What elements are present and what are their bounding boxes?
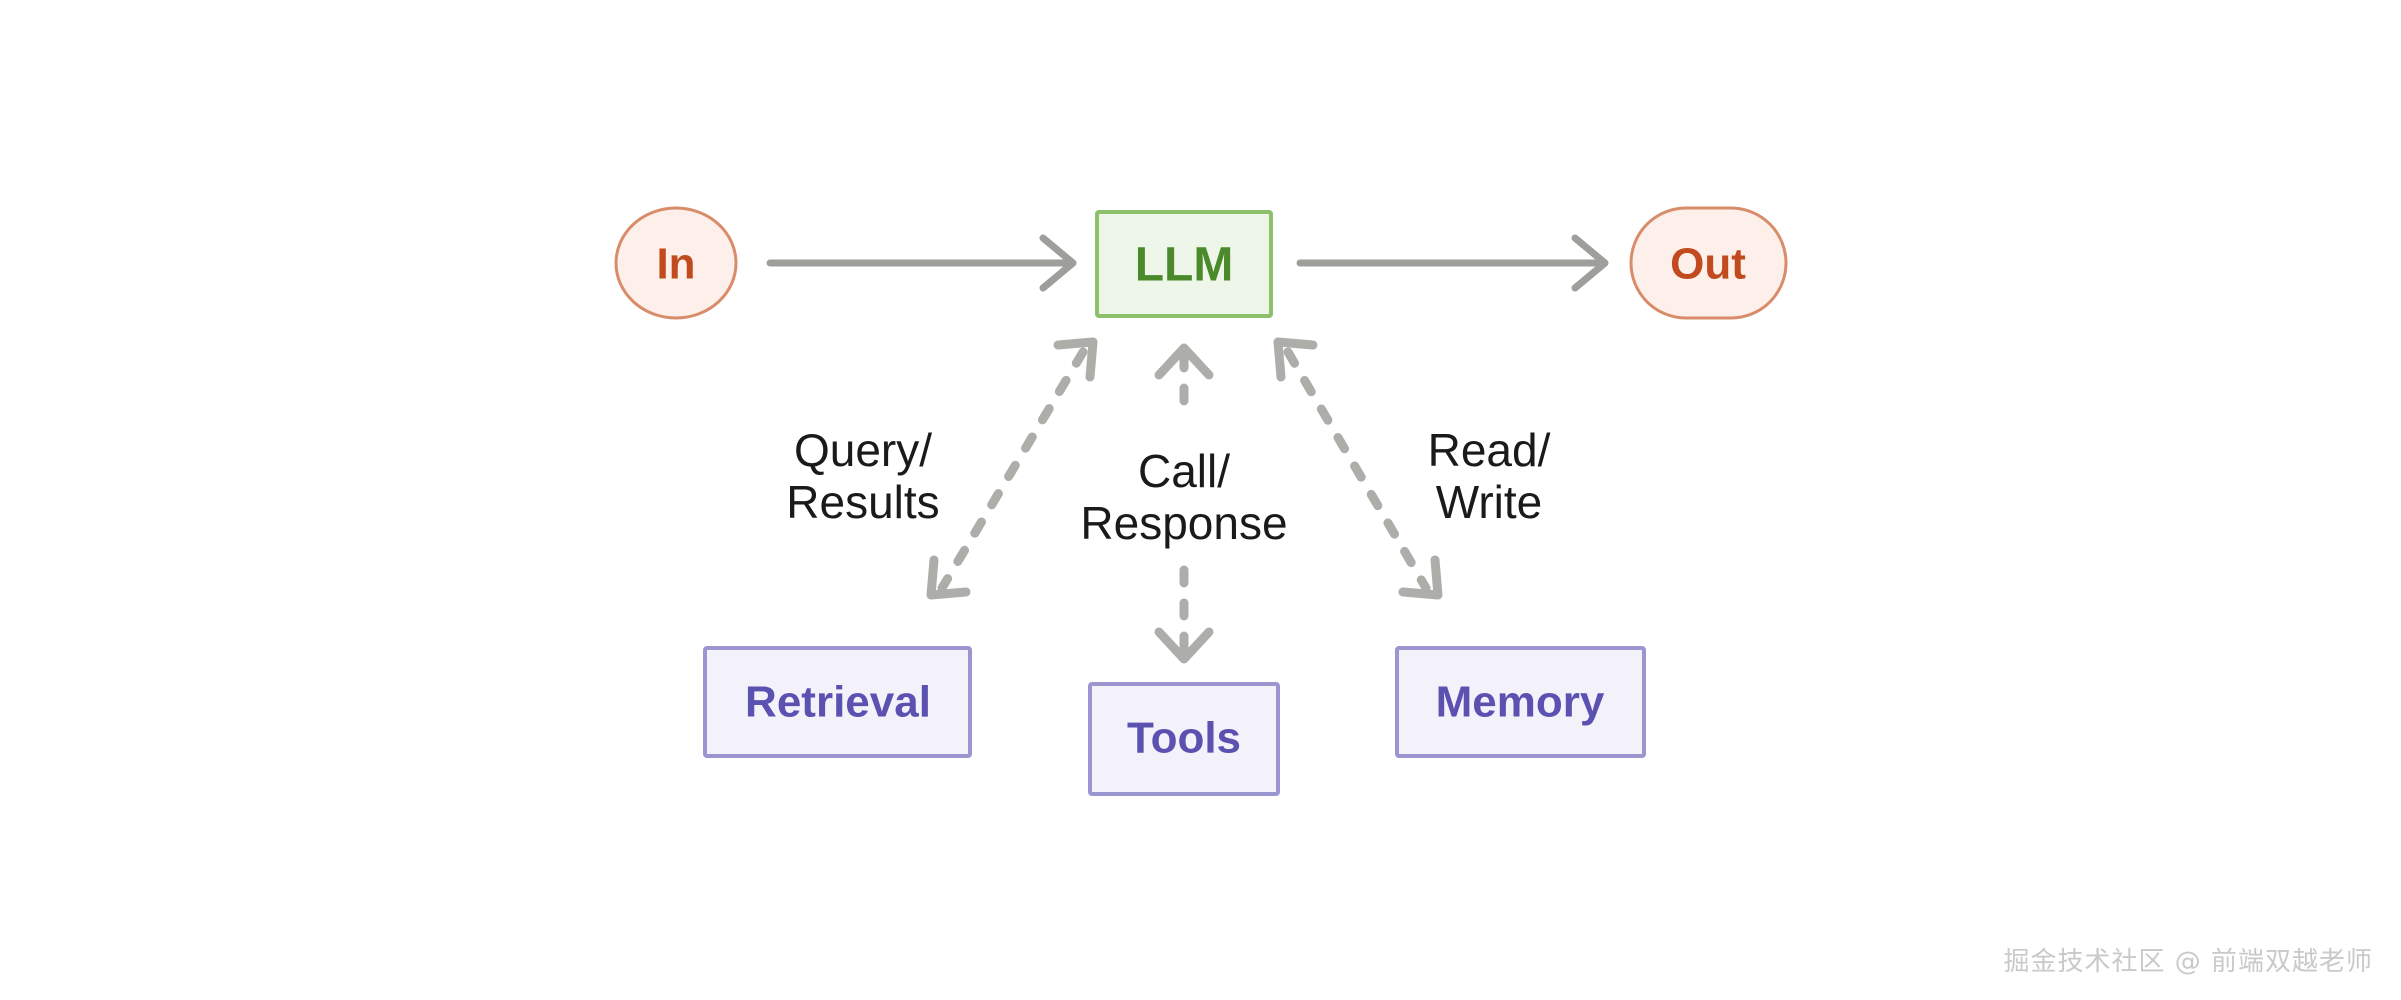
node-memory[interactable]: Memory [1395, 646, 1646, 758]
node-in[interactable]: In [614, 206, 738, 320]
edge-label-query-results-line2: Results [786, 476, 939, 528]
node-out[interactable]: Out [1629, 206, 1788, 320]
node-tools-label: Tools [1127, 714, 1241, 763]
node-retrieval-label: Retrieval [745, 678, 931, 727]
edge-llm-memory-arrowhead-up-icon [1273, 337, 1318, 382]
edge-llm-tools-arrowhead-down-icon [1154, 627, 1214, 664]
node-tools-shape[interactable] [1088, 682, 1280, 796]
node-out-label: Out [1670, 240, 1746, 289]
edge-llm-tools [1154, 343, 1214, 664]
watermark-text: 掘金技术社区 @ 前端双越老师 [2003, 947, 2373, 977]
edge-label-read-write-line2: Write [1436, 476, 1543, 528]
edge-llm-memory-line [1283, 347, 1431, 593]
edge-label-read-write: Read/ Write [1428, 424, 1551, 528]
edge-llm-to-out-arrowhead-icon [1571, 234, 1609, 292]
edge-in-to-llm-arrowhead-icon [1039, 234, 1077, 292]
edge-llm-retrieval-arrowhead-down-icon [926, 555, 971, 600]
edge-llm-memory-arrowhead-down-icon [1398, 555, 1443, 600]
edge-label-call-response-line1: Call/ [1138, 445, 1230, 497]
edge-llm-to-out [1296, 234, 1609, 292]
node-memory-shape[interactable] [1395, 646, 1646, 758]
edge-label-call-response: Call/ Response [1080, 445, 1287, 549]
node-llm-label: LLM [1135, 239, 1234, 292]
node-llm-shape[interactable] [1095, 210, 1273, 318]
edge-label-query-results: Query/ Results [786, 424, 939, 528]
edge-label-query-results-line1: Query/ [794, 424, 932, 476]
node-llm[interactable]: LLM [1095, 210, 1273, 318]
node-retrieval-shape[interactable] [703, 646, 972, 758]
node-in-shape[interactable] [614, 206, 738, 320]
edge-label-call-response-line2: Response [1080, 497, 1287, 549]
node-retrieval[interactable]: Retrieval [703, 646, 972, 758]
edge-llm-tools-arrowhead-up-icon [1154, 343, 1214, 380]
node-tools[interactable]: Tools [1088, 682, 1280, 796]
edge-llm-memory [1273, 337, 1443, 600]
edge-llm-retrieval-arrowhead-up-icon [1053, 337, 1098, 382]
edge-llm-retrieval [926, 337, 1098, 600]
edge-in-to-llm [766, 234, 1077, 292]
edge-label-read-write-line1: Read/ [1428, 424, 1551, 476]
node-out-shape[interactable] [1629, 206, 1788, 320]
edge-llm-retrieval-line [937, 347, 1088, 593]
node-in-label: In [656, 240, 695, 289]
node-memory-label: Memory [1436, 678, 1605, 727]
